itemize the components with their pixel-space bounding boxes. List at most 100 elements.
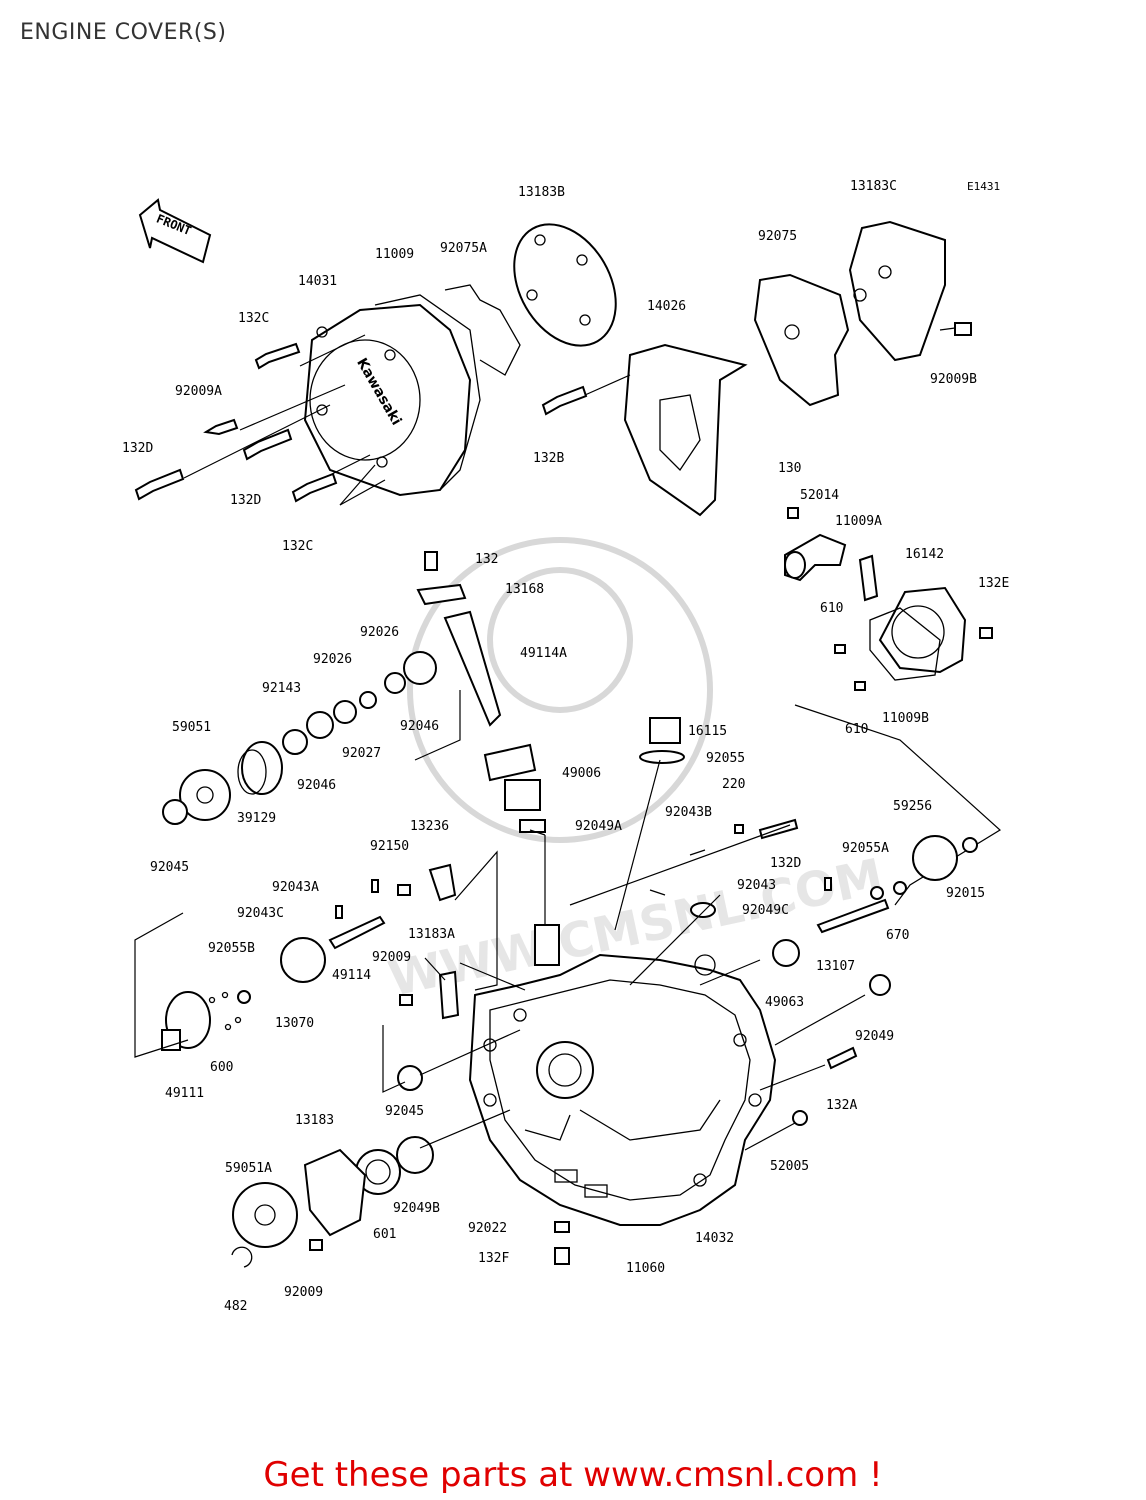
label-92009-a: 92009 (372, 950, 411, 965)
shaft-49111 (161, 991, 211, 1051)
label-92015: 92015 (946, 886, 985, 901)
part-labels: 13183B 13183C 92075 11009 92075A 14031 1… (122, 179, 1009, 1314)
seal-92045-b (397, 1065, 423, 1091)
pin-92043A (371, 879, 379, 893)
label-13107: 13107 (816, 959, 855, 974)
label-92009B: 92009B (930, 372, 977, 387)
guide-13168 (416, 583, 467, 606)
circlip-92027 (359, 691, 377, 709)
label-52005: 52005 (770, 1159, 809, 1174)
label-13168: 13168 (505, 582, 544, 597)
label-92143: 92143 (262, 681, 301, 696)
label-16115: 16115 (688, 724, 727, 739)
label-59256: 59256 (893, 799, 932, 814)
label-13236: 13236 (410, 819, 449, 834)
pin-92043C (335, 905, 343, 919)
label-132A: 132A (826, 1098, 857, 1113)
label-92043A: 92043A (272, 880, 319, 895)
label-482: 482 (224, 1299, 247, 1314)
bolt-132 (424, 551, 438, 571)
footer-link[interactable]: Get these parts at www.cmsnl.com ! (263, 1455, 883, 1495)
pin-610-b (854, 681, 866, 691)
label-49111: 49111 (165, 1086, 204, 1101)
lever-13236 (428, 863, 457, 902)
label-92046-b: 92046 (297, 778, 336, 793)
exploded-parts-diagram: WWW.CMSNL.COM FRONT E1431 Kawasaki (122, 179, 1009, 1314)
seal-92049 (869, 974, 891, 996)
impeller-13070 (280, 937, 326, 983)
cap-16115 (649, 717, 681, 744)
label-610-a: 610 (820, 601, 843, 616)
leader-132D (569, 824, 791, 906)
impeller-59256 (912, 835, 958, 881)
label-92043C: 92043C (237, 906, 284, 921)
front-arrow-icon: FRONT (138, 198, 212, 264)
label-92075A: 92075A (440, 241, 487, 256)
label-92043B: 92043B (665, 805, 712, 820)
label-13183C: 13183C (850, 179, 897, 194)
label-132C-a: 132C (238, 311, 269, 326)
gasket-92075 (753, 273, 850, 407)
bolt-132A (826, 1046, 858, 1070)
label-220: 220 (722, 777, 745, 792)
page-title: ENGINE COVER(S) (20, 20, 227, 45)
label-92026-b: 92026 (313, 652, 352, 667)
cover-plate-13183B (513, 223, 617, 347)
collar-92049A (519, 819, 546, 833)
label-132D-b: 132D (230, 493, 261, 508)
o-ring-11009A (858, 554, 879, 602)
label-92075: 92075 (758, 229, 797, 244)
label-13183: 13183 (295, 1113, 334, 1128)
watermark: WWW.CMSNL.COM (384, 537, 888, 1008)
label-92045-b: 92045 (385, 1104, 424, 1119)
o-ring-92055B (237, 990, 251, 1004)
label-11009B: 11009B (882, 711, 929, 726)
label-13070: 13070 (275, 1016, 314, 1031)
sprocket-cover-14026 (623, 343, 748, 517)
gasket-11009B (869, 607, 941, 681)
label-49114: 49114 (332, 968, 371, 983)
o-ring-52005 (792, 1110, 808, 1126)
label-49063: 49063 (765, 995, 804, 1010)
bolt-132E (979, 627, 993, 639)
label-16142: 16142 (905, 547, 944, 562)
label-92046-a: 92046 (400, 719, 439, 734)
label-59051A: 59051A (225, 1161, 272, 1176)
bolt-92009-a (399, 994, 413, 1006)
washer-92026-a (384, 672, 406, 694)
label-92043: 92043 (737, 878, 776, 893)
collar-92049C (690, 902, 716, 918)
label-130: 130 (778, 461, 801, 476)
label-610-b: 610 (845, 722, 868, 737)
bolt-132F (554, 1247, 570, 1265)
label-600: 600 (210, 1060, 233, 1075)
washer-670 (893, 881, 907, 895)
label-132D-c: 132D (770, 856, 801, 871)
label-59051: 59051 (172, 720, 211, 735)
bolt-130 (787, 507, 799, 519)
label-92009A: 92009A (175, 384, 222, 399)
label-49114A: 49114A (520, 646, 567, 661)
label-92009-b: 92009 (284, 1285, 323, 1300)
balls-600 (208, 991, 242, 1031)
seal-92049B (396, 1136, 434, 1174)
crankcase-cover-11060 (468, 924, 777, 1226)
seal-92045-a (162, 799, 188, 825)
label-92049A: 92049A (575, 819, 622, 834)
label-670: 670 (886, 928, 909, 943)
cover-13183C (848, 220, 946, 362)
bolt-92009-b (309, 1239, 323, 1251)
label-132B: 132B (533, 451, 564, 466)
label-92022: 92022 (468, 1221, 507, 1236)
shaft-49114A (443, 610, 502, 727)
label-92055: 92055 (706, 751, 745, 766)
label-601: 601 (373, 1227, 396, 1242)
label-92150: 92150 (370, 839, 409, 854)
diagram-code: E1431 (967, 180, 1000, 193)
label-92045-a: 92045 (150, 860, 189, 875)
label-39129: 39129 (237, 811, 276, 826)
washer-92046-a (403, 651, 437, 685)
spring-39129 (237, 741, 283, 795)
elbow-52014 (784, 533, 847, 582)
gasket-11009 (374, 294, 481, 491)
